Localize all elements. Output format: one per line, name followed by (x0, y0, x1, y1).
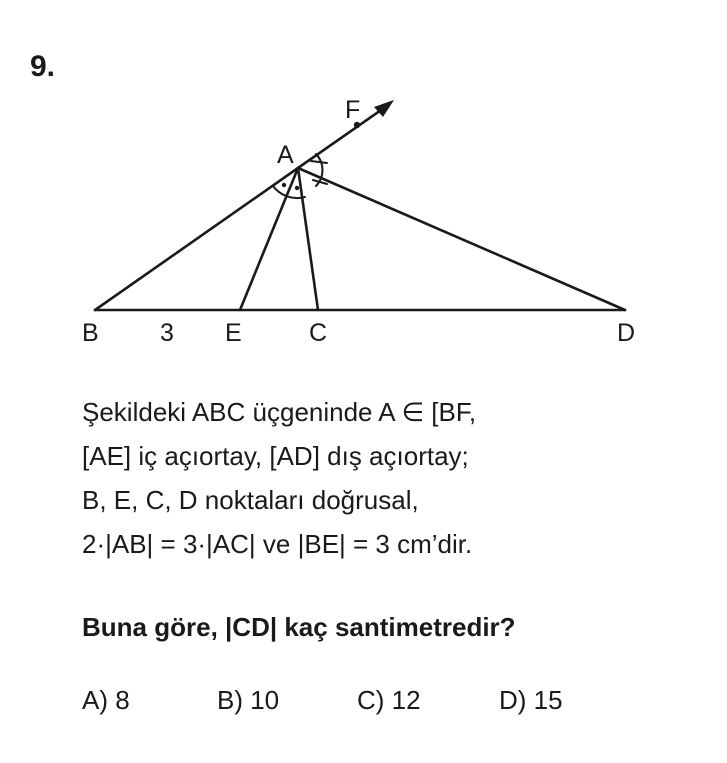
label-c: C (309, 319, 327, 347)
label-d: D (617, 319, 635, 347)
statement-line: [AE] iç açıortay, [AD] dış açıortay; (82, 441, 469, 471)
question-prompt: Buna göre, |CD| kaç santimetredir? (82, 612, 516, 642)
exterior-angle-tick-2 (312, 179, 328, 185)
choice-b[interactable]: B) 10 (217, 685, 280, 715)
interior-angle-dot-1 (281, 182, 287, 188)
statement-line: Şekildeki ABC üçgeninde A ∈ [BF, (82, 397, 477, 427)
segment-ad (296, 166, 627, 312)
exterior-angle-tick-1 (310, 160, 328, 164)
segment-ac (296, 166, 320, 312)
point-f (353, 121, 361, 129)
interior-angle-arc (272, 185, 306, 200)
choice-a[interactable]: A) 8 (82, 685, 130, 715)
segment-ab (93, 166, 300, 312)
label-f: F (345, 96, 360, 124)
statement-line: B, E, C, D noktaları doğrusal, (82, 485, 419, 515)
question-number: 9. (30, 50, 56, 83)
segment-ae (238, 166, 300, 312)
label-be-length: 3 (160, 319, 174, 347)
choice-c[interactable]: C) 12 (357, 685, 421, 715)
statement-line: 2·|AB| = 3·|AC| ve |BE| = 3 cm’dir. (82, 529, 473, 559)
label-b: B (82, 319, 99, 347)
choice-d[interactable]: D) 15 (499, 685, 563, 715)
question-statement: Şekildeki ABC üçgeninde A ∈ [BF, [AE] iç… (82, 390, 476, 566)
exterior-angle-arc (315, 153, 324, 187)
arrow-head-f (374, 100, 394, 117)
triangle-figure: A F B 3 E C D (82, 96, 635, 347)
label-e: E (225, 319, 242, 347)
interior-angle-dot-2 (294, 185, 300, 191)
ray-af (296, 106, 386, 170)
label-a: A (277, 141, 294, 169)
